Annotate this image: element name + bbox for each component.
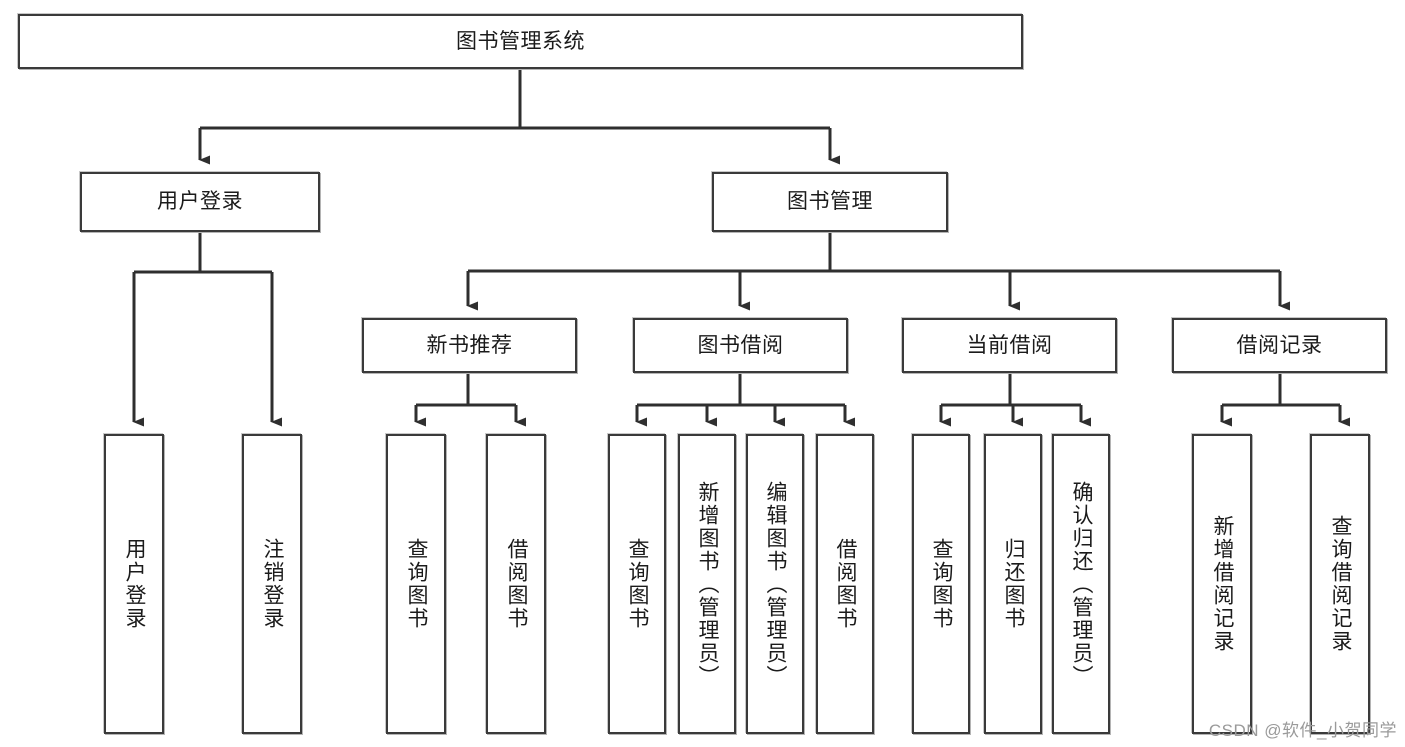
leaf-edit-book-admin[interactable]: 编辑图书（管理员） (746, 434, 804, 734)
node-borrow-record[interactable]: 借阅记录 (1172, 318, 1387, 373)
node-borrow-record-label: 借阅记录 (1236, 333, 1323, 357)
leaf-query-book-3-label: 查询图书 (930, 538, 954, 630)
leaf-return-book-label: 归还图书 (1002, 538, 1026, 630)
leaf-borrow-book-1-label: 借阅图书 (505, 538, 529, 630)
leaf-query-record-label: 查询借阅记录 (1329, 515, 1353, 653)
leaf-query-book-1[interactable]: 查询图书 (386, 434, 446, 734)
node-new-book-recommend[interactable]: 新书推荐 (362, 318, 577, 373)
leaf-query-book-1-label: 查询图书 (405, 538, 429, 630)
leaf-logout-label: 注销登录 (261, 538, 285, 630)
leaf-add-record[interactable]: 新增借阅记录 (1192, 434, 1252, 734)
node-book-management[interactable]: 图书管理 (712, 172, 948, 232)
leaf-query-book-2-label: 查询图书 (626, 538, 650, 630)
node-book-management-label: 图书管理 (787, 190, 873, 214)
node-book-borrow[interactable]: 图书借阅 (633, 318, 848, 373)
leaf-borrow-book-2[interactable]: 借阅图书 (816, 434, 874, 734)
leaf-user-login-label: 用户登录 (123, 538, 147, 630)
leaf-add-book-admin-label: 新增图书（管理员） (696, 480, 720, 688)
node-current-borrow[interactable]: 当前借阅 (902, 318, 1117, 373)
node-root[interactable]: 图书管理系统 (18, 14, 1023, 69)
node-book-borrow-label: 图书借阅 (697, 333, 784, 357)
leaf-add-book-admin[interactable]: 新增图书（管理员） (678, 434, 736, 734)
leaf-query-record[interactable]: 查询借阅记录 (1310, 434, 1370, 734)
leaf-add-record-label: 新增借阅记录 (1211, 515, 1235, 653)
leaf-borrow-book-1[interactable]: 借阅图书 (486, 434, 546, 734)
leaf-return-book[interactable]: 归还图书 (984, 434, 1042, 734)
leaf-confirm-return-label: 确认归还（管理员） (1070, 480, 1094, 688)
node-user-login[interactable]: 用户登录 (80, 172, 320, 232)
node-new-book-recommend-label: 新书推荐 (426, 333, 513, 357)
leaf-logout[interactable]: 注销登录 (242, 434, 302, 734)
leaf-user-login[interactable]: 用户登录 (104, 434, 164, 734)
leaf-query-book-2[interactable]: 查询图书 (608, 434, 666, 734)
csdn-watermark: CSDN @软件_小贺同学 (1208, 721, 1397, 740)
node-current-borrow-label: 当前借阅 (966, 333, 1053, 357)
leaf-confirm-return[interactable]: 确认归还（管理员） (1052, 434, 1110, 734)
leaf-edit-book-admin-label: 编辑图书（管理员） (764, 480, 788, 688)
leaf-query-book-3[interactable]: 查询图书 (912, 434, 970, 734)
node-root-label: 图书管理系统 (456, 29, 585, 53)
leaf-borrow-book-2-label: 借阅图书 (834, 538, 858, 630)
node-user-login-label: 用户登录 (157, 190, 243, 214)
